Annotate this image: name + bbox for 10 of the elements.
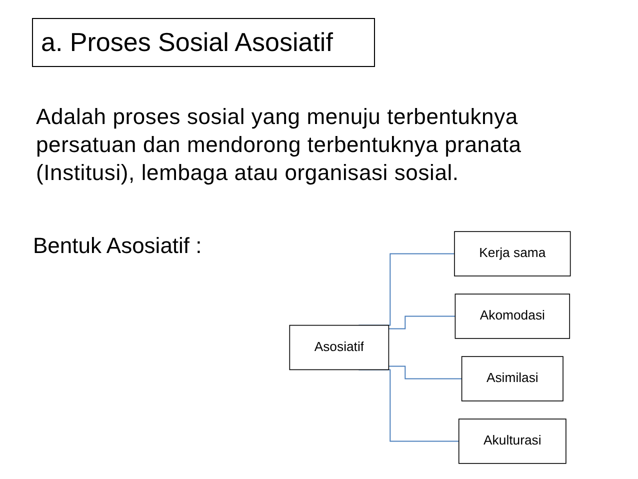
node-box: Akomodasi bbox=[454, 294, 570, 339]
section-label: Bentuk Asosiatif : bbox=[33, 233, 202, 259]
node-box: Akulturasi bbox=[458, 418, 566, 464]
node-box: Kerja sama bbox=[454, 231, 571, 276]
connector bbox=[388, 316, 456, 330]
title-box: a. Proses Sosial Asosiatif bbox=[32, 18, 375, 67]
node-box: Asimilasi bbox=[461, 356, 564, 402]
paragraph: Adalah proses sosial yang menuju terbentuknya persatuan dan mendorong terbentuknya pranata (Institusi), lembaga atau organisasi sosial. bbox=[36, 103, 522, 187]
connector bbox=[388, 366, 462, 380]
node-box: Asosiatif bbox=[289, 324, 390, 370]
